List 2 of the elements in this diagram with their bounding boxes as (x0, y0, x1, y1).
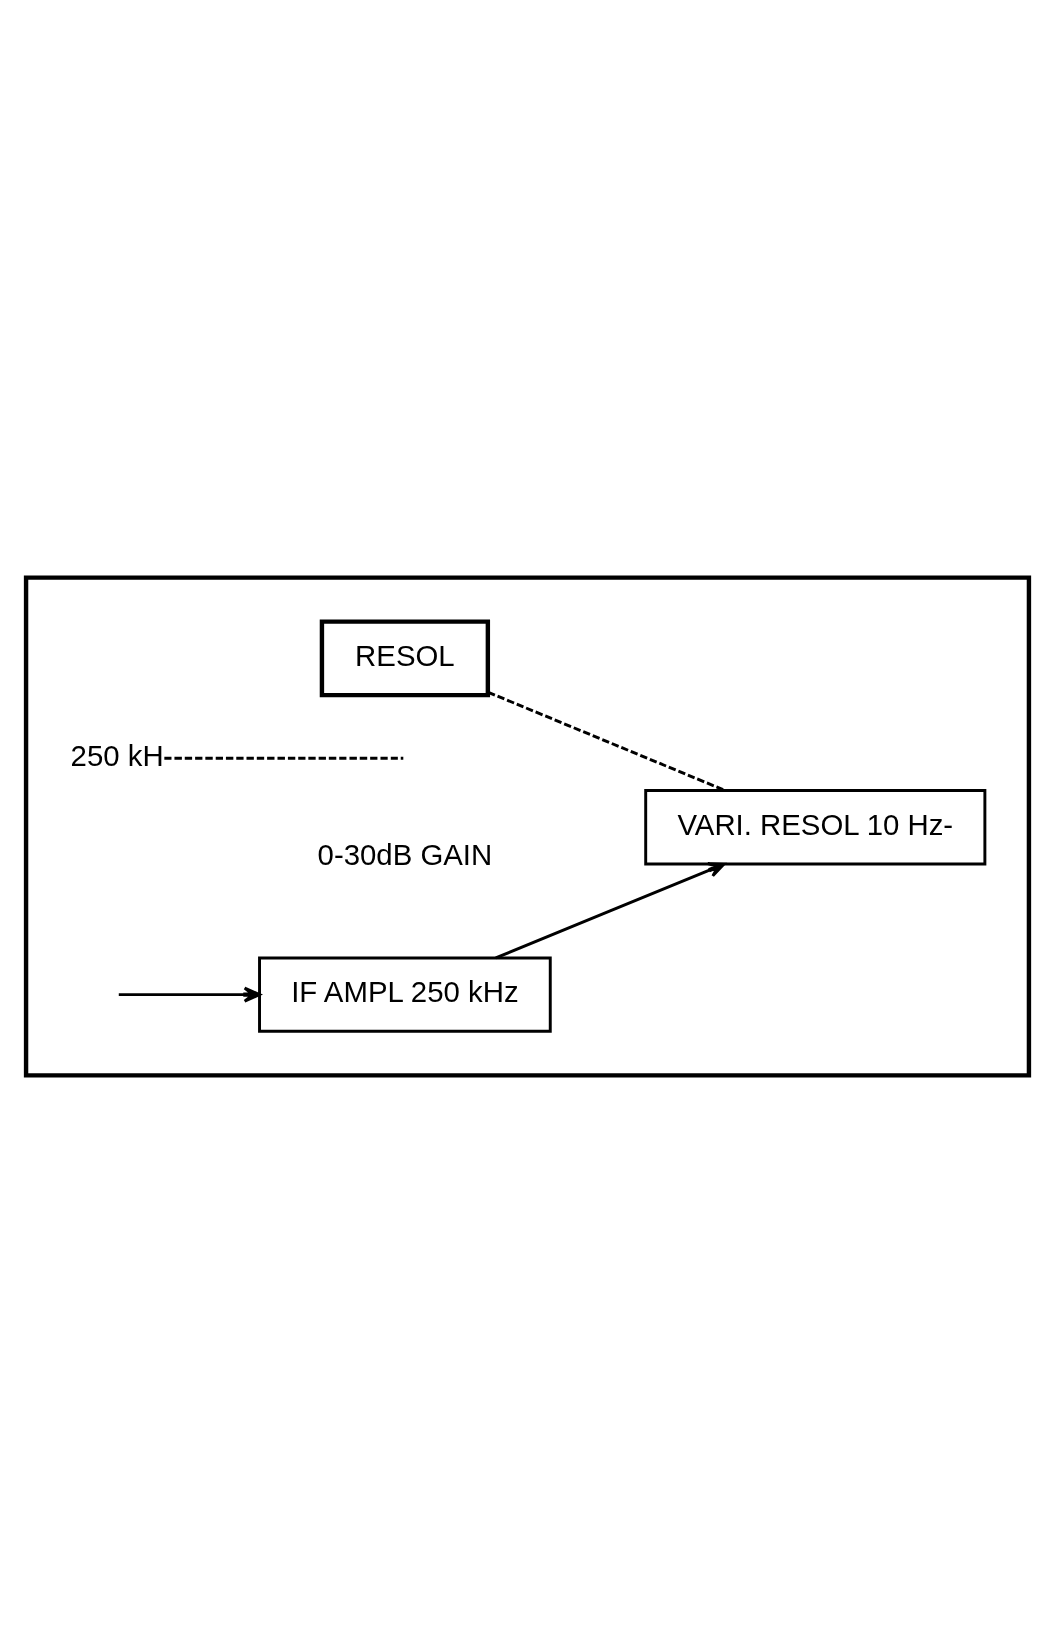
node-text: 250 kH (70, 738, 164, 772)
node-label: 0-30dB GAIN (317, 837, 493, 871)
